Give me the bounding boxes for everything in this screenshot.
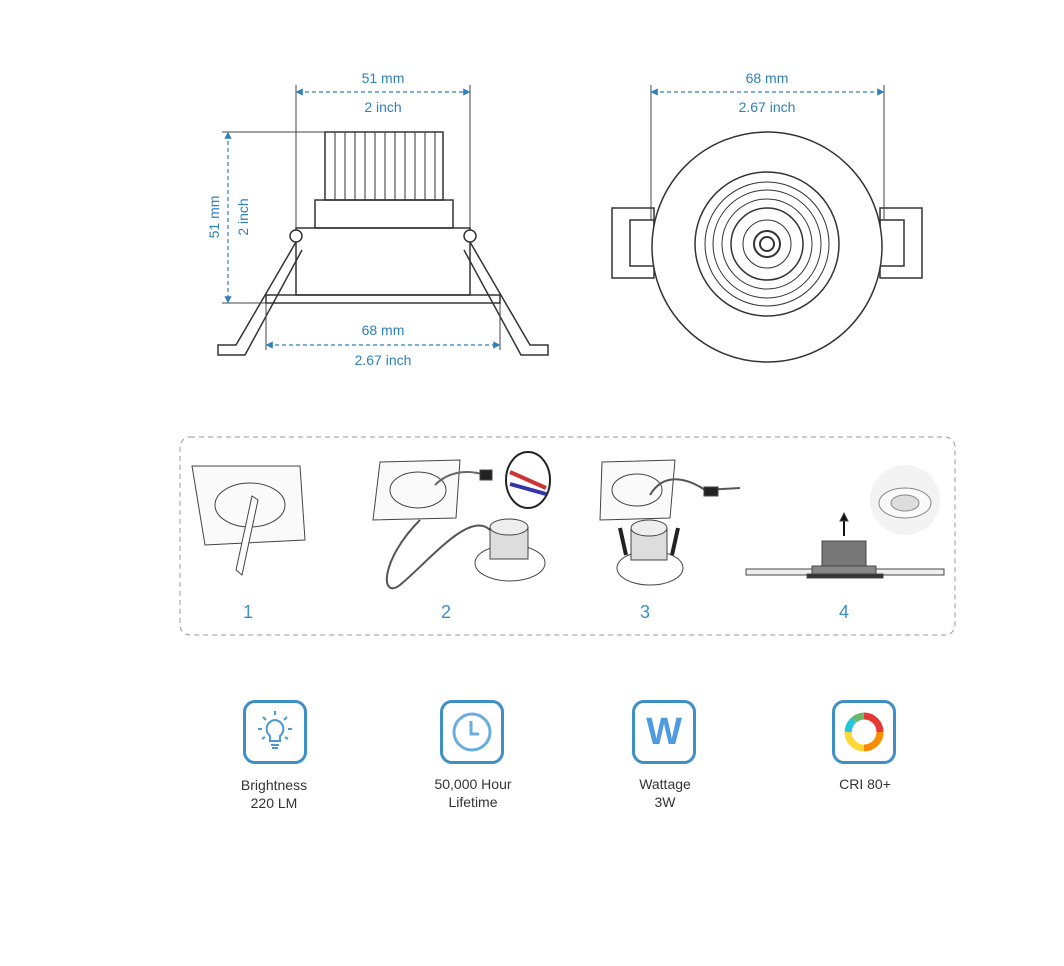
side-dimensions xyxy=(222,85,501,350)
collar xyxy=(314,199,454,229)
step-2-illustration xyxy=(372,451,551,590)
step-4-illustration xyxy=(745,465,945,579)
step-3-illustration xyxy=(599,459,741,586)
side-view-drawing xyxy=(217,131,549,356)
feature-label: CRI 80+ xyxy=(839,776,891,792)
feature-lifetime: 50,000 Hour Lifetime xyxy=(393,775,553,811)
right-spring xyxy=(463,241,549,356)
height-mm: 51 mm xyxy=(206,196,222,239)
top-width-in: 2 inch xyxy=(364,99,401,115)
heatsink-fins xyxy=(334,132,436,200)
feature-value: 220 LM xyxy=(250,795,298,811)
step-number-1: 1 xyxy=(243,602,253,622)
top-width-mm: 51 mm xyxy=(362,70,405,86)
lightbulb-icon xyxy=(243,700,307,764)
step-number-4: 4 xyxy=(839,602,849,622)
bottom-width-in: 2.67 inch xyxy=(355,352,412,368)
installation-steps-frame xyxy=(179,436,956,636)
feature-label: 50,000 Hour xyxy=(434,776,512,792)
front-width-mm: 68 mm xyxy=(746,70,789,86)
trim-plate xyxy=(265,294,501,304)
w-letter-icon: W xyxy=(632,700,696,764)
left-spring xyxy=(217,241,303,356)
feature-cri: CRI 80+ xyxy=(785,775,945,793)
feature-label: Brightness xyxy=(240,777,308,793)
feature-label: Wattage xyxy=(639,776,691,792)
feature-wattage: Wattage 3W xyxy=(585,775,745,811)
step-number-2: 2 xyxy=(441,602,451,622)
bottom-width-mm: 68 mm xyxy=(362,322,405,338)
height-in: 2 inch xyxy=(235,198,251,235)
feature-brightness: Brightness 220 LM xyxy=(194,776,354,812)
feature-value: 3W xyxy=(654,794,676,810)
step-number-3: 3 xyxy=(640,602,650,622)
step-1-illustration xyxy=(191,465,306,576)
feature-value: Lifetime xyxy=(448,794,498,810)
front-dimensions xyxy=(650,85,885,220)
clock-icon xyxy=(440,700,504,764)
color-ring-icon xyxy=(832,700,896,764)
front-width-in: 2.67 inch xyxy=(739,99,796,115)
body xyxy=(295,227,471,296)
front-view-drawing xyxy=(611,131,923,363)
